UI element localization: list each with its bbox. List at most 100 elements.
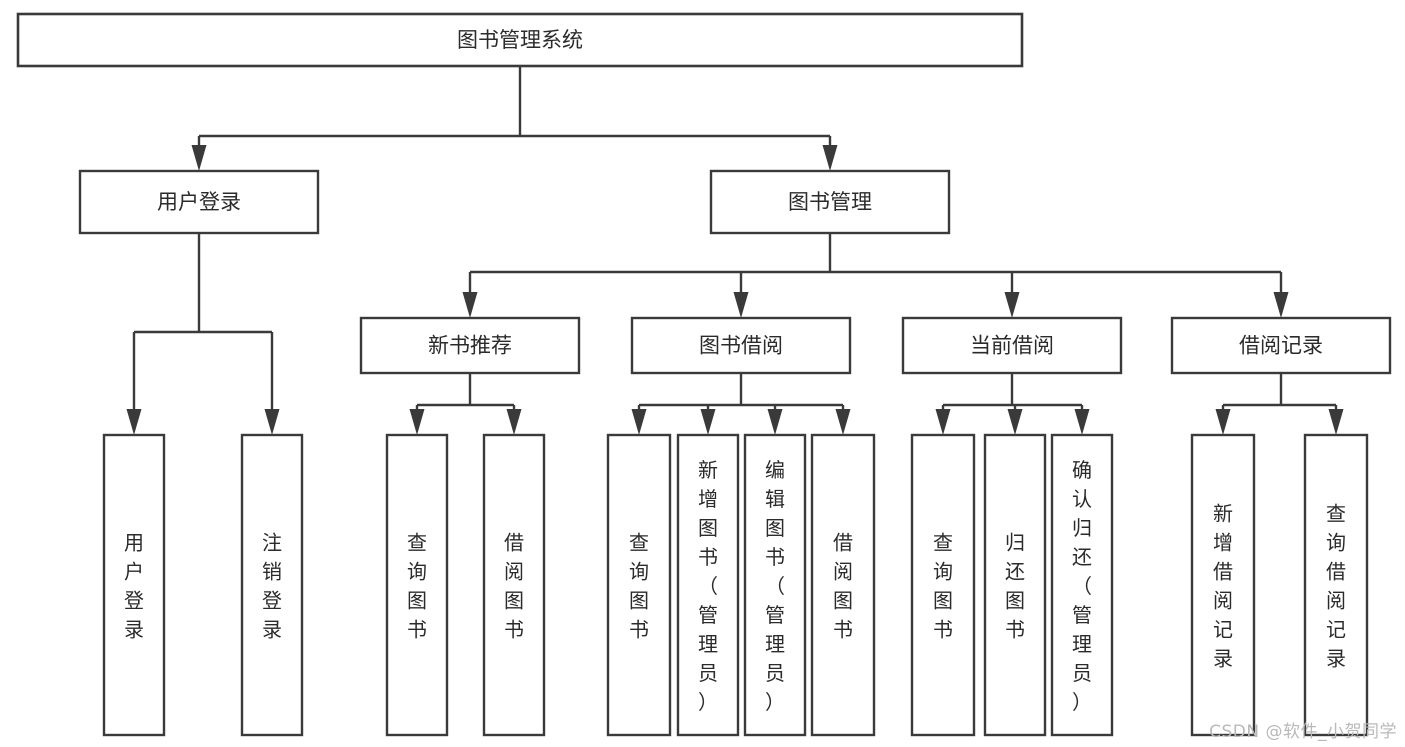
arrow-head-icon: [733, 292, 749, 318]
node-label-char: 图: [833, 589, 853, 613]
arrow-head-icon: [1007, 409, 1023, 435]
arrow-head-icon: [835, 409, 851, 435]
node-box: [743, 433, 807, 737]
node-label-char: 图: [504, 589, 524, 613]
node-label-char: 查: [933, 531, 953, 555]
node-book-manage[interactable]: 图书管理: [709, 169, 951, 235]
edge-group-from-new-book-recommend: [409, 373, 522, 435]
edge-group-from-borrow-record: [1215, 373, 1344, 435]
node-label-char: ）: [765, 690, 785, 714]
node-box: [16, 12, 1024, 68]
edge-group-from-current-borrow: [935, 373, 1090, 435]
node-box: [606, 433, 672, 737]
node-label-char: 查: [407, 531, 427, 555]
node-label-char: 登: [262, 589, 282, 613]
arrow-head-icon: [822, 145, 838, 171]
node-box: [676, 433, 740, 737]
node-label-char: 图: [698, 516, 718, 540]
node-current-borrow[interactable]: 当前借阅: [901, 316, 1123, 375]
node-box: [630, 316, 852, 375]
arrow-head-icon: [409, 409, 425, 435]
node-book-borrow[interactable]: 图书借阅: [630, 316, 852, 375]
arrow-head-icon: [1328, 409, 1344, 435]
node-label-char: 书: [698, 545, 718, 569]
node-label: 图书管理系统: [457, 28, 583, 52]
node-label-char: 录: [124, 618, 144, 642]
node-label-char: 增: [698, 487, 718, 511]
edges-layer: [126, 66, 1344, 435]
node-label-char: 新: [698, 458, 718, 482]
node-label: 图书管理: [788, 190, 872, 214]
arrow-head-icon: [1074, 409, 1090, 435]
edge-group-from-root: [191, 66, 838, 171]
node-label-char: 阅: [833, 560, 853, 584]
arrow-head-icon: [506, 409, 522, 435]
node-label-char: 理: [1072, 632, 1092, 656]
arrow-head-icon: [126, 409, 142, 435]
node-label-char: （: [698, 574, 718, 598]
node-root[interactable]: 图书管理系统: [16, 12, 1024, 68]
node-label-char: 书: [933, 618, 953, 642]
arrow-head-icon: [1273, 292, 1289, 318]
node-label-char: 归: [1005, 531, 1025, 555]
edge-group-from-book-borrow: [631, 373, 851, 435]
node-label-char: 记: [1326, 618, 1346, 642]
node-label-char: 查: [1326, 502, 1346, 526]
node-leaf-user-login[interactable]: 用户登录: [102, 433, 166, 737]
node-user-login[interactable]: 用户登录: [78, 169, 320, 235]
arrow-head-icon: [1004, 292, 1020, 318]
node-label-char: 登: [124, 589, 144, 613]
edge-group-from-book-manage: [462, 233, 1289, 318]
node-box: [910, 433, 976, 737]
node-label-char: 借: [504, 531, 524, 555]
node-label-char: 书: [1005, 618, 1025, 642]
node-label-char: 管: [1072, 603, 1092, 627]
node-label-char: 书: [629, 618, 649, 642]
node-label-char: 记: [1213, 618, 1233, 642]
node-label-char: 用: [124, 531, 144, 555]
node-label-char: 管: [698, 603, 718, 627]
node-label: 用户登录: [157, 190, 241, 214]
node-label-char: 询: [933, 560, 953, 584]
node-label-char: 书: [504, 618, 524, 642]
node-label-char: 查: [629, 531, 649, 555]
node-label-char: 销: [262, 560, 282, 584]
node-label-char: 录: [1213, 647, 1233, 671]
node-borrow-record[interactable]: 借阅记录: [1170, 316, 1392, 375]
arrow-head-icon: [767, 409, 783, 435]
node-label-char: 确: [1072, 458, 1092, 482]
node-label-char: 书: [833, 618, 853, 642]
node-label-char: 员: [1072, 661, 1092, 685]
node-label-char: 增: [1213, 531, 1233, 555]
node-label-char: 员: [765, 661, 785, 685]
node-box: [983, 433, 1047, 737]
node-label-char: 还: [1005, 560, 1025, 584]
nodes-layer: 图书管理系统用户登录图书管理新书推荐图书借阅当前借阅借阅记录用户登录注销登录查询…: [16, 12, 1392, 737]
node-label-char: 询: [407, 560, 427, 584]
node-label-char: 阅: [1213, 589, 1233, 613]
node-box: [102, 433, 166, 737]
arrow-head-icon: [700, 409, 716, 435]
node-box: [385, 433, 449, 737]
node-label-char: ）: [1072, 690, 1092, 714]
node-label-char: 书: [765, 545, 785, 569]
arrow-head-icon: [631, 409, 647, 435]
node-label-char: 询: [629, 560, 649, 584]
node-new-book-recommend[interactable]: 新书推荐: [359, 316, 581, 375]
node-label-char: 归: [1072, 516, 1092, 540]
node-box: [1190, 433, 1256, 737]
node-label-char: 图: [407, 589, 427, 613]
